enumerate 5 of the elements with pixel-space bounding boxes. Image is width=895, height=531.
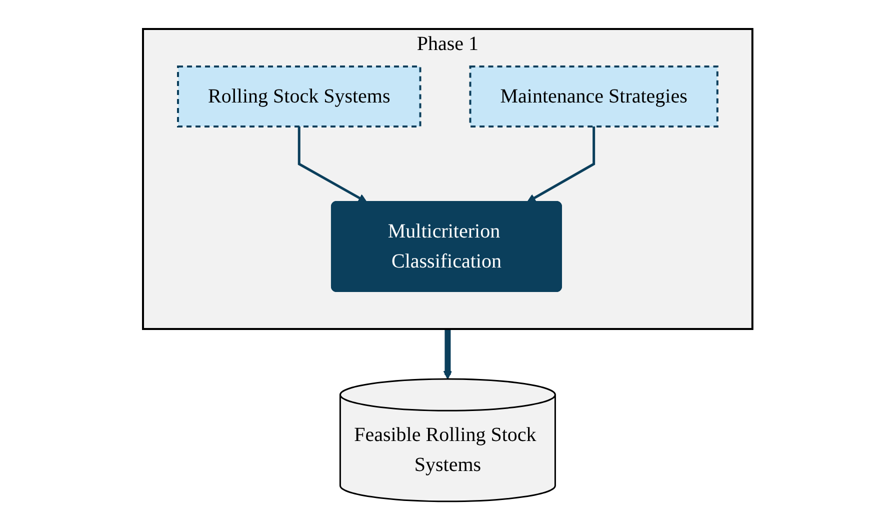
arrow [526, 126, 595, 203]
arrow [298, 126, 367, 203]
node-box: Rolling Stock Systems [176, 66, 422, 128]
arrow [443, 329, 452, 380]
node-box: Maintenance Strategies [469, 66, 718, 128]
